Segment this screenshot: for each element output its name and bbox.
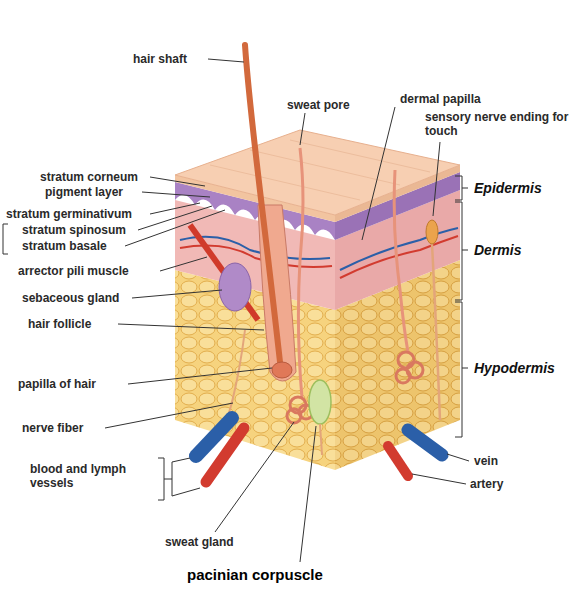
sensory-nerve <box>432 244 440 420</box>
vein-vessel <box>408 430 442 455</box>
coil-loop <box>287 409 301 423</box>
gland-label: sweat gland <box>165 535 234 549</box>
nerve-fiber <box>320 424 322 455</box>
papilla-label: dermal papilla <box>400 92 481 106</box>
leader-line <box>300 113 305 145</box>
pacinian-corpuscle <box>309 380 331 424</box>
vessel-label: blood and lymph vessels <box>30 462 148 490</box>
leader-line <box>300 426 316 562</box>
leader-line <box>160 257 207 271</box>
layer-label: stratum corneum <box>40 170 138 184</box>
touch-receptor <box>426 220 438 244</box>
layer-bracket <box>3 224 8 254</box>
muscle-label: arrector pili muscle <box>18 264 129 278</box>
arrector-pili <box>190 225 258 320</box>
coil-loop <box>398 352 414 368</box>
receptor-label: pacinian corpuscle <box>187 566 323 583</box>
follicle-label: hair follicle <box>28 317 91 331</box>
vessel-label: artery <box>470 477 503 491</box>
leader-line <box>362 107 395 240</box>
vessel-bracket <box>158 458 200 500</box>
skin-surface <box>175 130 460 215</box>
hair-shaft <box>245 45 280 362</box>
receptor-label: sensory nerve ending for touch <box>425 110 570 138</box>
layer-label: stratum basale <box>22 239 107 253</box>
leader-line <box>208 59 244 62</box>
artery-vessel <box>388 446 408 476</box>
coil-loop <box>396 369 410 383</box>
sweat-duct <box>394 170 408 352</box>
hair-label: hair shaft <box>133 52 187 66</box>
leader-line <box>105 403 233 428</box>
region-label: Dermis <box>474 242 521 258</box>
sweat-duct <box>298 148 303 398</box>
leader-line <box>132 290 222 298</box>
region-label: Epidermis <box>474 180 542 196</box>
layer-label: stratum spinosum <box>22 223 126 237</box>
layer-label: stratum germinativum <box>6 207 132 221</box>
sebaceous-gland <box>219 263 251 311</box>
leader-line <box>447 454 469 461</box>
vessel-label: vein <box>474 454 498 468</box>
pore-label: sweat pore <box>287 98 350 112</box>
surface-lines <box>210 140 430 200</box>
layer-label: pigment layer <box>45 185 123 199</box>
leader-lines <box>3 59 469 562</box>
leader-line <box>215 422 294 532</box>
sweat-gland-coil <box>396 352 423 383</box>
region-bracket <box>455 176 468 437</box>
leader-line <box>118 324 264 330</box>
papilla-label: papilla of hair <box>18 377 96 391</box>
hair-papilla <box>272 362 292 378</box>
capillary-blue <box>340 228 458 270</box>
gland-label: sebaceous gland <box>22 291 119 305</box>
capillary-red <box>180 246 332 267</box>
leader-line <box>142 192 210 197</box>
leader-line <box>150 177 205 186</box>
artery-vessel <box>206 428 244 482</box>
leader-line <box>138 206 212 230</box>
leader-line <box>128 368 272 384</box>
region-label: Hypodermis <box>474 360 555 376</box>
leader-line <box>433 142 440 216</box>
nerve-label: nerve fiber <box>22 421 83 435</box>
leader-line <box>125 210 225 246</box>
leader-line <box>412 474 466 484</box>
